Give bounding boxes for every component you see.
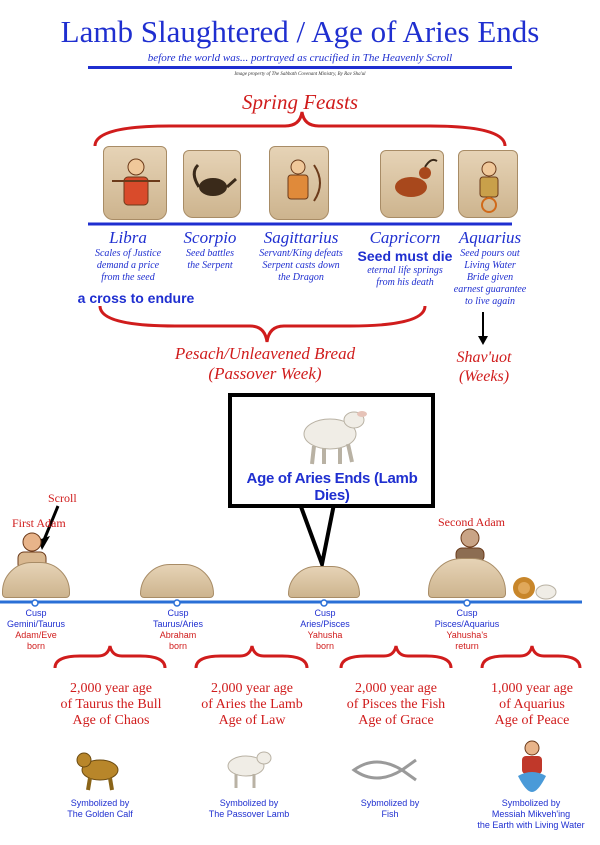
callout-bubble: [228, 393, 435, 508]
scorpion-icon: [192, 163, 237, 196]
callout-caption: Age of Aries Ends (Lamb Dies): [246, 470, 418, 504]
sign-scorpio: Scorpio Seed battles the Serpent: [183, 228, 237, 271]
cusp-marker-2: [173, 599, 181, 607]
page-subtitle: before the world was... portrayed as cru…: [147, 52, 453, 64]
sign-sagittarius: Sagittarius Servant/King defeats Serpent…: [259, 228, 343, 283]
second-adam-icon: [455, 528, 485, 562]
cusp-marker-4: [463, 599, 471, 607]
title-rule: [88, 66, 512, 69]
water-bearer-icon: [479, 161, 499, 213]
spring-feasts-brace: [93, 111, 507, 147]
scorpio-tile: [183, 150, 241, 218]
spring-feasts-label: Spring Feasts: [241, 90, 359, 114]
golden-calf-icon: [76, 752, 119, 791]
libra-figure-icon: [112, 158, 160, 206]
tile-gemini-taurus: [2, 562, 70, 598]
down-arrow-icon: [478, 336, 488, 345]
cross-note: a cross to endure: [77, 290, 195, 306]
cusp-marker-1: [31, 599, 39, 607]
lamb-icon: [303, 411, 367, 465]
libra-tile: [103, 146, 167, 220]
goat-icon: [395, 158, 438, 197]
tile-aries-pisces: [288, 566, 360, 598]
image-credit: Image property of The Sabbath Covenant M…: [234, 72, 366, 77]
age-brace-4: [480, 645, 582, 669]
archer-icon: [287, 159, 321, 202]
fish-icon: [351, 758, 417, 782]
capricorn-tile: [380, 150, 444, 218]
tile-pisces-aquarius: [428, 558, 506, 598]
cusp-marker-3: [320, 599, 328, 607]
age-brace-2: [194, 645, 309, 669]
passover-lamb-icon: [227, 751, 272, 788]
sagittarius-tile: [269, 146, 329, 220]
sign-aquarius: Aquarius Seed pours out Living Water Bri…: [453, 228, 527, 307]
page-title: Lamb Slaughtered / Age of Aries Ends: [60, 14, 540, 49]
shavuot-label: Shav'uot (Weeks): [456, 349, 512, 385]
age-brace-1: [53, 645, 167, 669]
age-brace-3: [339, 645, 453, 669]
sign-capricorn: Capricorn Seed must die eternal life spr…: [357, 228, 453, 288]
pesach-label: Pesach/Unleavened Bread (Passover Week): [174, 344, 356, 383]
scroll-label: Scroll: [48, 491, 77, 505]
first-adam-label: First Adam: [12, 516, 66, 530]
messiah-living-water-icon: [518, 740, 546, 792]
sign-libra: Libra Scales of Justice demand a price f…: [94, 228, 162, 283]
lion-and-lamb-icon: [513, 577, 557, 600]
aquarius-tile: [458, 150, 518, 218]
second-adam-label: Second Adam: [438, 515, 505, 529]
pesach-brace: [98, 305, 427, 343]
